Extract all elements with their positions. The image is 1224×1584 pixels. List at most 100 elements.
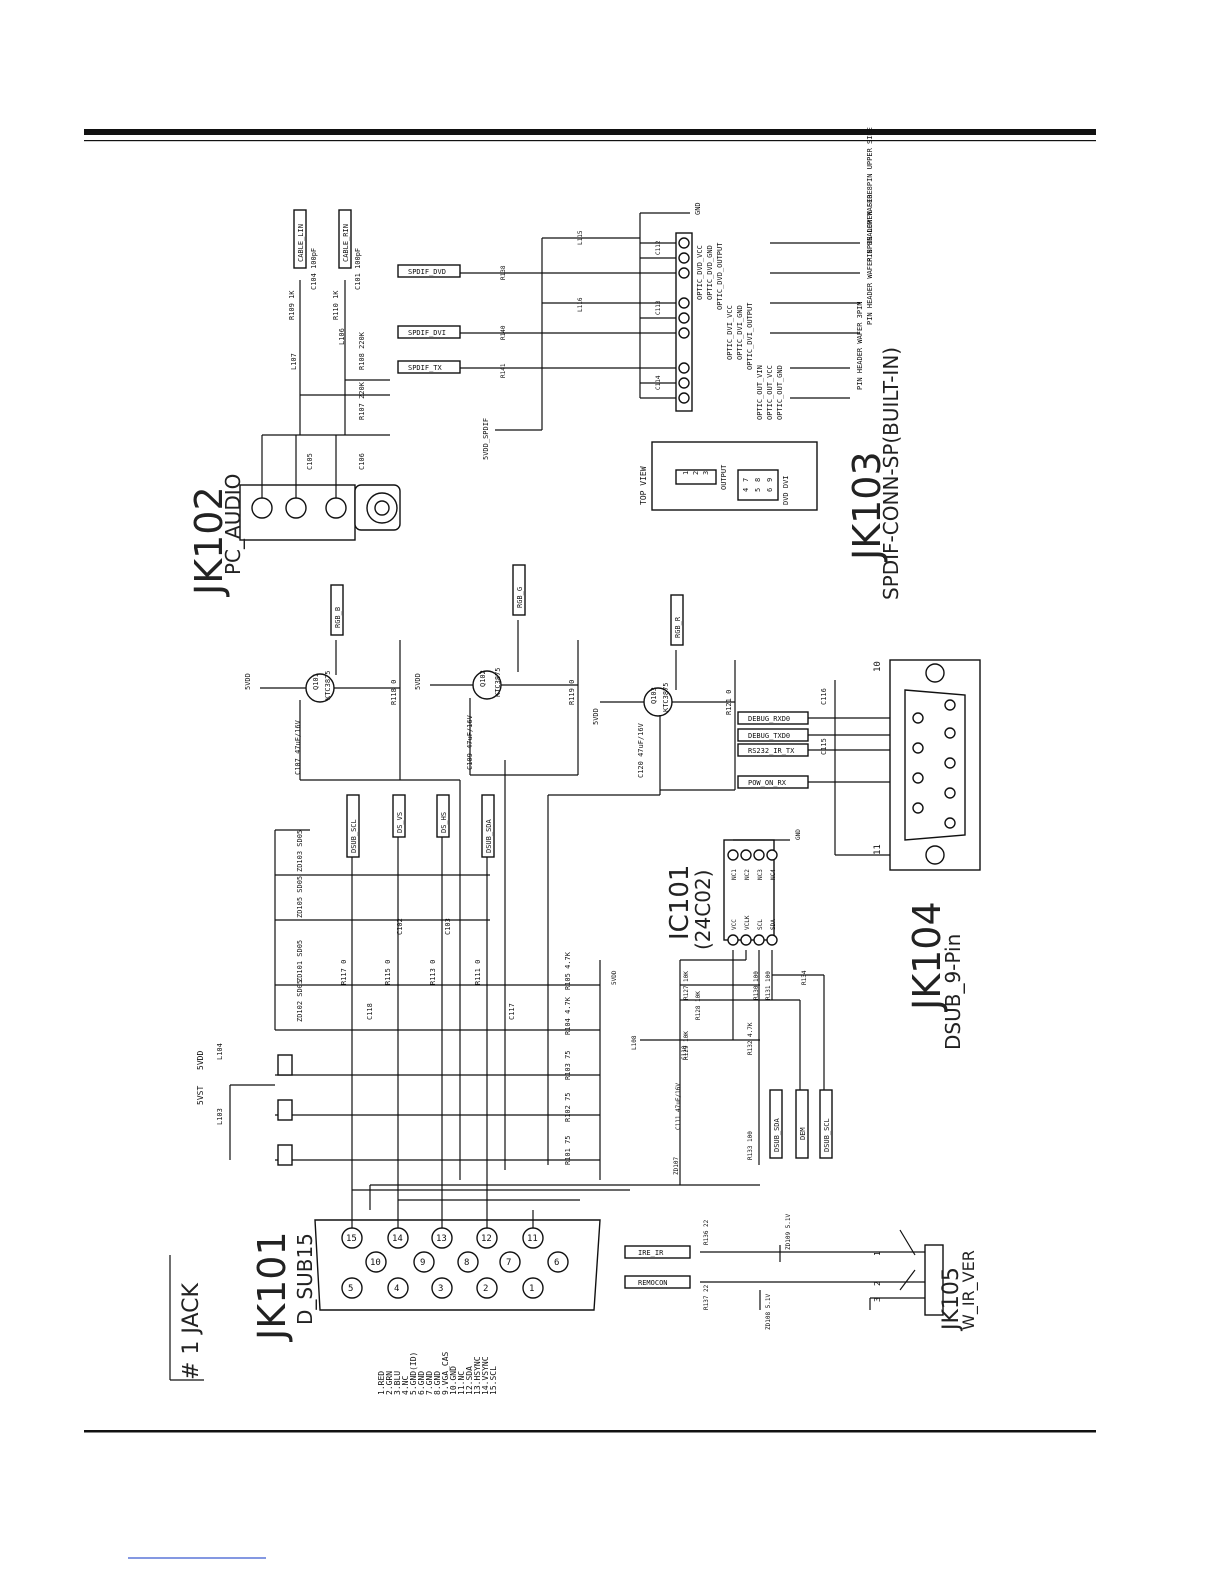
svg-text:5.GND(ID): 5.GND(ID) bbox=[409, 1352, 418, 1395]
svg-text:12: 12 bbox=[481, 1234, 492, 1244]
svg-text:3.BLU: 3.BLU bbox=[393, 1371, 402, 1395]
svg-text:DVD DVI: DVD DVI bbox=[782, 475, 790, 505]
svg-text:TOP VIEW: TOP VIEW bbox=[639, 466, 648, 505]
svg-text:DSUB_SDA: DSUB_SDA bbox=[773, 1117, 781, 1152]
svg-text:11: 11 bbox=[527, 1234, 538, 1244]
svg-text:5VDD: 5VDD bbox=[244, 673, 252, 690]
svg-text:NC4: NC4 bbox=[770, 869, 777, 880]
svg-text:5VST: 5VST bbox=[196, 1086, 205, 1105]
svg-text:5VDD: 5VDD bbox=[414, 673, 422, 690]
svg-text:R101 75: R101 75 bbox=[564, 1135, 572, 1165]
svg-text:5VDD: 5VDD bbox=[611, 970, 618, 985]
svg-text:Q102: Q102 bbox=[479, 670, 487, 687]
svg-text:4: 4 bbox=[394, 1284, 399, 1294]
svg-text:R104 4.7K: R104 4.7K bbox=[564, 996, 572, 1035]
svg-text:OPTIC_DVD_VCC: OPTIC_DVD_VCC bbox=[696, 245, 704, 300]
svg-text:5VDD_SPDIF: 5VDD_SPDIF bbox=[482, 418, 490, 460]
svg-text:CABLE_RIN: CABLE_RIN bbox=[342, 224, 350, 262]
svg-text:DS_VS: DS_VS bbox=[396, 812, 404, 833]
svg-text:C103: C103 bbox=[444, 918, 452, 935]
svg-text:JK103: JK103 bbox=[845, 451, 889, 562]
svg-text:DS_HS: DS_HS bbox=[440, 812, 448, 833]
svg-text:JK104: JK104 bbox=[905, 901, 949, 1012]
svg-text:C112: C112 bbox=[655, 240, 662, 255]
rgb-buffer-stage: Q101 Q102 Q103 KTC3875 KTC3875 KTC3875 C… bbox=[244, 620, 736, 795]
svg-text:JK102: JK102 bbox=[187, 486, 231, 597]
svg-text:RGB_G: RGB_G bbox=[516, 587, 524, 608]
svg-text:R130 100: R130 100 bbox=[753, 971, 760, 1000]
svg-text:C105: C105 bbox=[306, 453, 314, 470]
svg-text:C115: C115 bbox=[820, 738, 828, 755]
section-label: # 1 JACK bbox=[179, 1282, 204, 1380]
svg-text:14.VSYNC: 14.VSYNC bbox=[481, 1356, 490, 1395]
svg-text:OPTIC_DVD_OUTPUT: OPTIC_DVD_OUTPUT bbox=[716, 242, 724, 310]
dsub-signal-rails bbox=[274, 760, 760, 1228]
svg-text:REMOCON: REMOCON bbox=[638, 1279, 668, 1287]
svg-text:ZD109 5.1V: ZD109 5.1V bbox=[785, 1213, 792, 1250]
svg-text:3: 3 bbox=[702, 471, 710, 475]
svg-text:10.GND: 10.GND bbox=[449, 1366, 458, 1395]
svg-text:KTC3875: KTC3875 bbox=[324, 670, 332, 700]
svg-text:C110: C110 bbox=[681, 1045, 688, 1060]
svg-text:5VDD: 5VDD bbox=[196, 1051, 205, 1070]
svg-text:12.SDA: 12.SDA bbox=[465, 1366, 474, 1395]
svg-text:R102 75: R102 75 bbox=[564, 1092, 572, 1122]
svg-text:R141: R141 bbox=[500, 363, 507, 378]
svg-text:L107: L107 bbox=[290, 353, 298, 370]
jk104-ref: JK104 bbox=[905, 901, 949, 1012]
svg-text:RGB_R: RGB_R bbox=[674, 616, 682, 638]
svg-text:R117 0: R117 0 bbox=[340, 960, 348, 985]
jk105-type: W_IR_VER bbox=[959, 1250, 979, 1330]
dsub-net-tags: DSUB_SCL DS_VS DS_HS DSUB_SDA bbox=[346, 794, 495, 858]
svg-text:W_IR_VER: W_IR_VER bbox=[959, 1250, 979, 1330]
svg-text:SPDIF_TX: SPDIF_TX bbox=[408, 364, 443, 372]
svg-text:C116: C116 bbox=[820, 688, 828, 705]
svg-text:L116: L116 bbox=[577, 297, 584, 312]
svg-text:OPTIC_OUT_GND: OPTIC_OUT_GND bbox=[776, 365, 784, 420]
ic101-eeprom: NC1 NC2 NC3 NC4 VCC VCLK SCL SDA bbox=[640, 839, 825, 1185]
svg-text:10: 10 bbox=[370, 1258, 381, 1268]
svg-text:2: 2 bbox=[483, 1284, 488, 1294]
svg-text:PC_AUDIO: PC_AUDIO bbox=[221, 474, 245, 575]
jk103-header-labels: PIN HEADER WAFER 8PIN UPPER SIDE PIN HEA… bbox=[856, 127, 874, 390]
svg-text:VCC: VCC bbox=[731, 919, 738, 930]
svg-text:CABLE_LIN: CABLE_LIN bbox=[297, 224, 305, 262]
bottom-rule bbox=[84, 1430, 1096, 1433]
jk101-pin-list: 1.RED 2.GRN 3.BLU 4.NC 5.GND(ID) 6.GND 7… bbox=[377, 1351, 498, 1395]
jk103-pin-names: OPTIC_DVD_VCC OPTIC_DVD_GND OPTIC_DVD_OU… bbox=[696, 242, 784, 420]
top-rule-thin bbox=[84, 140, 1096, 142]
svg-text:OPTIC_DVI_GND: OPTIC_DVI_GND bbox=[736, 305, 744, 360]
svg-text:5VDD: 5VDD bbox=[592, 708, 600, 725]
svg-text:1.RED: 1.RED bbox=[377, 1371, 386, 1395]
svg-text:OUTPUT: OUTPUT bbox=[720, 464, 728, 490]
svg-text:R140: R140 bbox=[500, 325, 507, 340]
svg-text:OPTIC_DVD_GND: OPTIC_DVD_GND bbox=[706, 245, 714, 300]
svg-text:1: 1 bbox=[873, 1251, 882, 1256]
svg-text:OPTIC_DVI_OUTPUT: OPTIC_DVI_OUTPUT bbox=[746, 302, 754, 370]
svg-text:R119 0: R119 0 bbox=[568, 680, 576, 705]
section-title: # 1 JACK bbox=[179, 1282, 204, 1380]
svg-text:PIN HEADER WAFER 3PIN: PIN HEADER WAFER 3PIN bbox=[856, 301, 864, 390]
svg-text:SPDIF_DVI: SPDIF_DVI bbox=[408, 329, 446, 337]
svg-text:ZD107: ZD107 bbox=[673, 1157, 680, 1175]
ic101-part: (24C02) bbox=[691, 870, 715, 950]
svg-text:2: 2 bbox=[692, 471, 700, 475]
jk105-ref: JK105 bbox=[939, 1267, 964, 1332]
svg-text:C118: C118 bbox=[366, 1003, 374, 1020]
svg-text:ZD102 SD05: ZD102 SD05 bbox=[296, 980, 304, 1022]
svg-text:KTC3875: KTC3875 bbox=[662, 682, 670, 712]
jk101-ref: JK101 bbox=[250, 1231, 294, 1342]
svg-text:Q103: Q103 bbox=[650, 687, 658, 704]
jk105-connector: 1 2 3 bbox=[700, 1229, 944, 1316]
svg-text:JK105: JK105 bbox=[939, 1267, 964, 1332]
svg-text:JK101: JK101 bbox=[250, 1231, 294, 1342]
svg-text:R131 100: R131 100 bbox=[765, 971, 772, 1000]
svg-text:POW_ON_RX: POW_ON_RX bbox=[748, 779, 787, 787]
svg-text:13: 13 bbox=[436, 1234, 447, 1244]
jk101-type: D_SUB15 bbox=[293, 1233, 317, 1325]
svg-text:NC1: NC1 bbox=[731, 869, 738, 880]
svg-text:10: 10 bbox=[873, 661, 883, 672]
svg-text:8: 8 bbox=[754, 478, 762, 482]
svg-text:C117: C117 bbox=[508, 1003, 516, 1020]
svg-text:C120 47uF/16V: C120 47uF/16V bbox=[637, 722, 645, 778]
